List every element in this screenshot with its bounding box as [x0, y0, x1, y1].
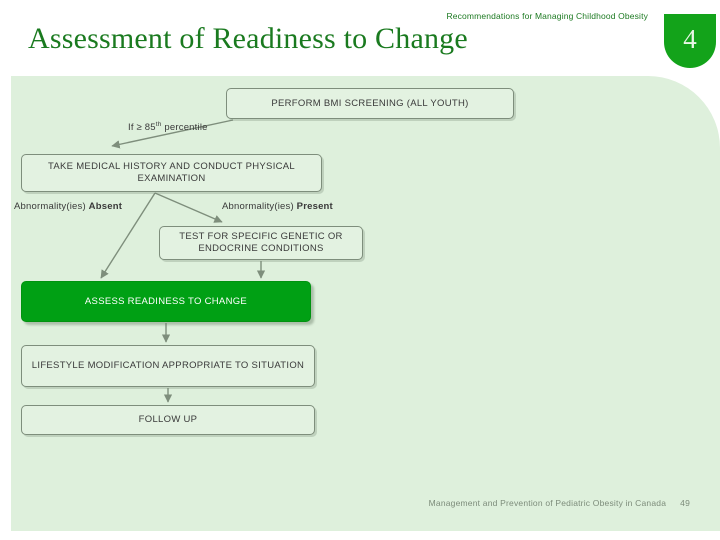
page-title: Assessment of Readiness to Change [28, 22, 468, 55]
header-kicker: Recommendations for Managing Childhood O… [446, 11, 648, 21]
chapter-badge: 4 [664, 14, 716, 68]
chapter-badge-number: 4 [683, 24, 697, 54]
label-abnormality-present: Abnormality(ies) Present [222, 201, 333, 212]
flow-box-follow-up[interactable]: FOLLOW UP [21, 405, 315, 435]
label-percentile-superscript: th [155, 121, 162, 128]
label-absent-emphasis: Absent [88, 201, 123, 212]
label-absent-prefix: Abnormality(ies) [14, 201, 89, 212]
label-percentile-suffix: percentile [161, 122, 208, 134]
footer-page-number: 49 [680, 498, 690, 508]
label-present-emphasis: Present [296, 201, 333, 212]
label-percentile-threshold: If ≥ 85th percentile [128, 121, 208, 133]
label-percentile-prefix: If ≥ 85 [128, 122, 156, 134]
flow-box-medical-history[interactable]: TAKE MEDICAL HISTORY AND CONDUCT PHYSICA… [21, 154, 322, 192]
flow-box-genetic-endocrine-test[interactable]: TEST FOR SPECIFIC GENETIC OR ENDOCRINE C… [159, 226, 363, 260]
label-present-prefix: Abnormality(ies) [222, 201, 297, 212]
flow-box-bmi-screening[interactable]: PERFORM BMI SCREENING (ALL YOUTH) [226, 88, 514, 119]
flow-box-lifestyle-modification[interactable]: LIFESTYLE MODIFICATION APPROPRIATE TO SI… [21, 345, 315, 387]
label-abnormality-absent: Abnormality(ies) Absent [14, 201, 122, 212]
footer-source: Management and Prevention of Pediatric O… [428, 498, 667, 508]
flow-box-assess-readiness[interactable]: ASSESS READINESS TO CHANGE [21, 281, 311, 322]
footer: Management and Prevention of Pediatric O… [330, 498, 690, 508]
